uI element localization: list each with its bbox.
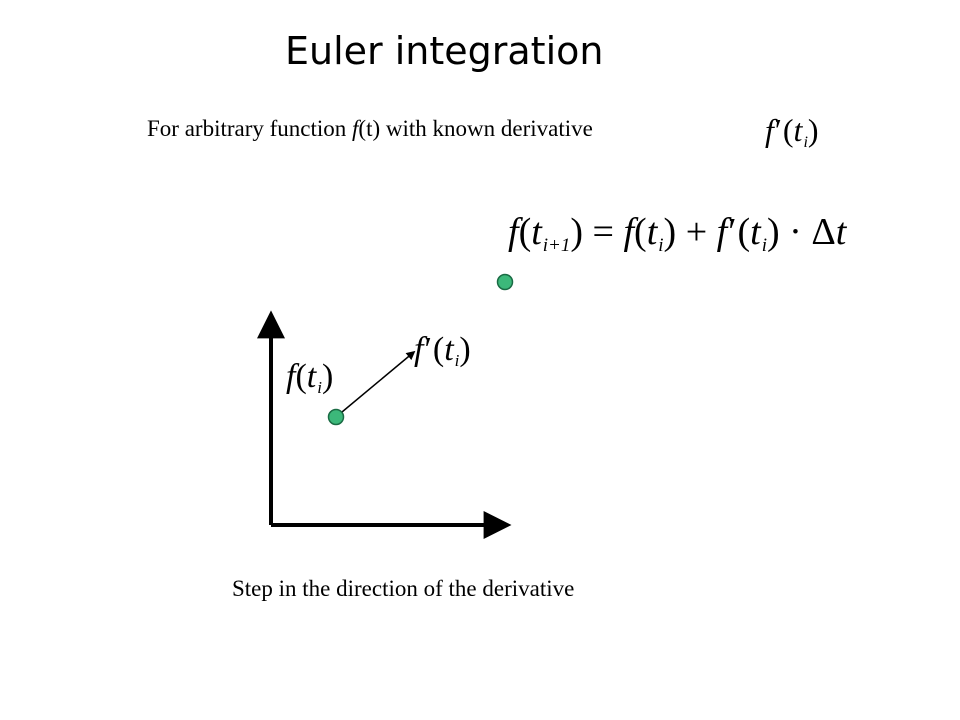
eq-lhs-close: ) bbox=[570, 211, 584, 253]
arrow-label-open: ( bbox=[432, 331, 445, 368]
derivative-formula-sub: i bbox=[803, 133, 808, 151]
eq-r1-sub: i bbox=[658, 234, 664, 256]
derivative-formula: f′(ti) bbox=[765, 114, 819, 151]
euler-update-equation: f(ti+1) = f(ti) + f′(ti) · Δt bbox=[508, 213, 846, 255]
next-point bbox=[496, 273, 514, 291]
arrow-label-t: t bbox=[444, 331, 454, 368]
eq-dt-t: t bbox=[835, 211, 847, 253]
arrow-label-prime: ′ bbox=[424, 331, 432, 368]
eq-r1-close: ) bbox=[663, 211, 677, 253]
eq-dot: · bbox=[789, 211, 802, 253]
eq-r2-sub: i bbox=[761, 234, 768, 256]
eq-lhs-open: ( bbox=[518, 211, 532, 253]
slide-title: Euler integration bbox=[285, 29, 604, 73]
subtitle-prefix: For arbitrary function bbox=[147, 116, 353, 141]
point-label-sub: i bbox=[317, 377, 322, 397]
arrow-label: f′(ti) bbox=[414, 333, 471, 369]
eq-lhs-sub: i+1 bbox=[542, 234, 571, 256]
eq-delta: Δ bbox=[811, 211, 836, 253]
derivative-formula-prime: ′ bbox=[774, 112, 782, 148]
caption: Step in the direction of the derivative bbox=[232, 576, 575, 601]
eq-r2-f: f bbox=[716, 211, 728, 253]
eq-lhs-t: t bbox=[531, 211, 542, 253]
eq-r1-open: ( bbox=[634, 211, 647, 253]
arrow-label-f: f bbox=[414, 331, 424, 368]
derivative-formula-t: t bbox=[793, 112, 803, 148]
eq-r2-close: ) bbox=[767, 211, 780, 253]
point-label-t: t bbox=[306, 358, 317, 395]
arrow-label-close: ) bbox=[459, 331, 471, 368]
point-label-f: f bbox=[286, 358, 296, 395]
current-point bbox=[327, 408, 345, 426]
point-label-open: ( bbox=[295, 358, 307, 395]
point-label: f(ti) bbox=[286, 360, 333, 396]
subtitle-suffix: (t) with known derivative bbox=[358, 116, 593, 141]
eq-r2-t: t bbox=[750, 211, 761, 253]
eq-r2-prime: ′ bbox=[728, 211, 737, 253]
derivative-arrow bbox=[335, 350, 416, 418]
eq-plus: + bbox=[685, 211, 708, 253]
subtitle-function-symbol: f bbox=[352, 116, 359, 141]
arrow-label-sub: i bbox=[454, 350, 460, 370]
subtitle: For arbitrary function f(t) with known d… bbox=[147, 115, 593, 143]
eq-r1-f: f bbox=[623, 211, 635, 253]
derivative-formula-close: ) bbox=[807, 112, 819, 148]
derivative-formula-f: f bbox=[765, 112, 774, 148]
derivative-formula-open: ( bbox=[782, 112, 794, 148]
eq-lhs-f: f bbox=[508, 211, 519, 253]
point-label-close: ) bbox=[321, 358, 334, 395]
eq-r2-open: ( bbox=[737, 211, 751, 253]
eq-r1-t: t bbox=[646, 211, 658, 253]
eq-equals: = bbox=[592, 211, 614, 253]
